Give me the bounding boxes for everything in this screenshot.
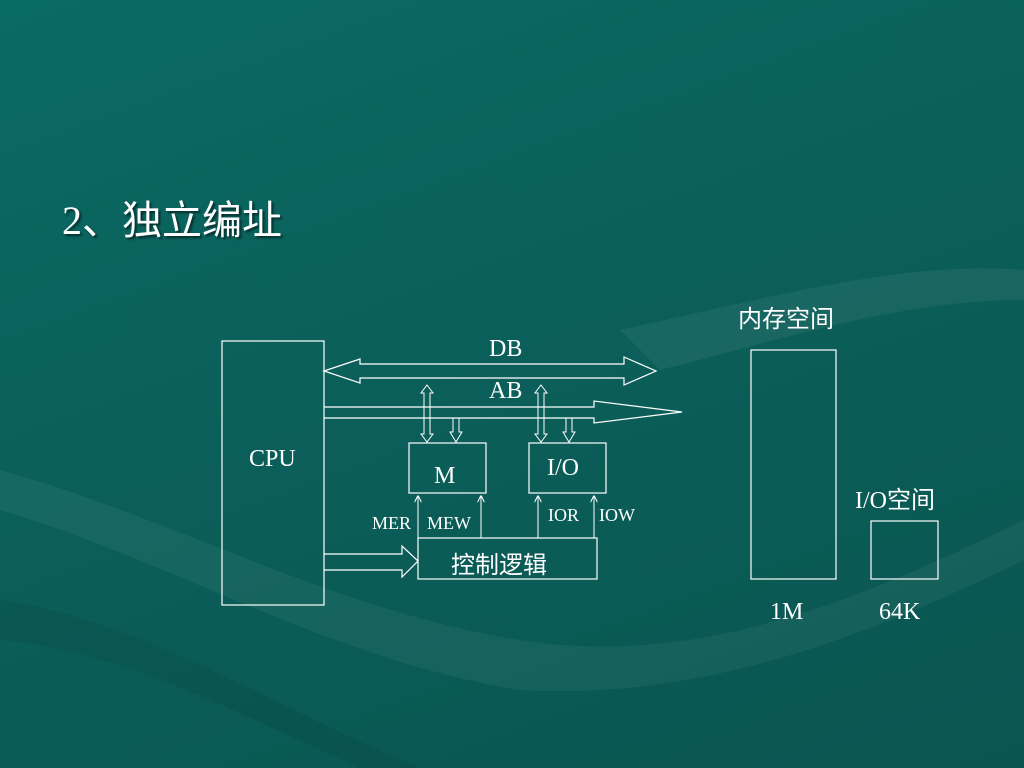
slide-title: 2、独立编址: [62, 198, 282, 243]
control-logic-block: [417, 537, 598, 580]
data-bus-label: DB: [489, 336, 523, 362]
cpu-block: [221, 340, 325, 606]
io-block: [528, 442, 607, 494]
io-space-block: [870, 520, 939, 580]
memory-space-size: 1M: [770, 599, 804, 625]
mew-label: MEW: [427, 513, 471, 533]
memory-address-link: [449, 417, 463, 443]
memory-space-label: 内存空间: [738, 307, 834, 333]
io-address-link: [562, 417, 576, 443]
control-logic-label: 控制逻辑: [451, 553, 547, 579]
memory-label: M: [434, 463, 456, 489]
io-space-size: 64K: [879, 599, 921, 625]
address-bus-arrow: [324, 400, 683, 424]
memory-space-block: [750, 349, 837, 580]
io-space-label: I/O空间: [855, 488, 935, 514]
cpu-label: CPU: [249, 446, 296, 472]
ior-label: IOR: [548, 505, 579, 525]
mer-label: MER: [372, 513, 412, 533]
io-data-link: [534, 384, 548, 443]
memory-block: [408, 442, 487, 494]
data-bus-arrow: [322, 356, 658, 386]
cpu-control-arrow: [324, 544, 419, 579]
iow-label: IOW: [599, 505, 635, 525]
address-bus-label: AB: [489, 378, 523, 404]
io-label: I/O: [547, 455, 579, 481]
memory-data-link: [420, 384, 434, 443]
